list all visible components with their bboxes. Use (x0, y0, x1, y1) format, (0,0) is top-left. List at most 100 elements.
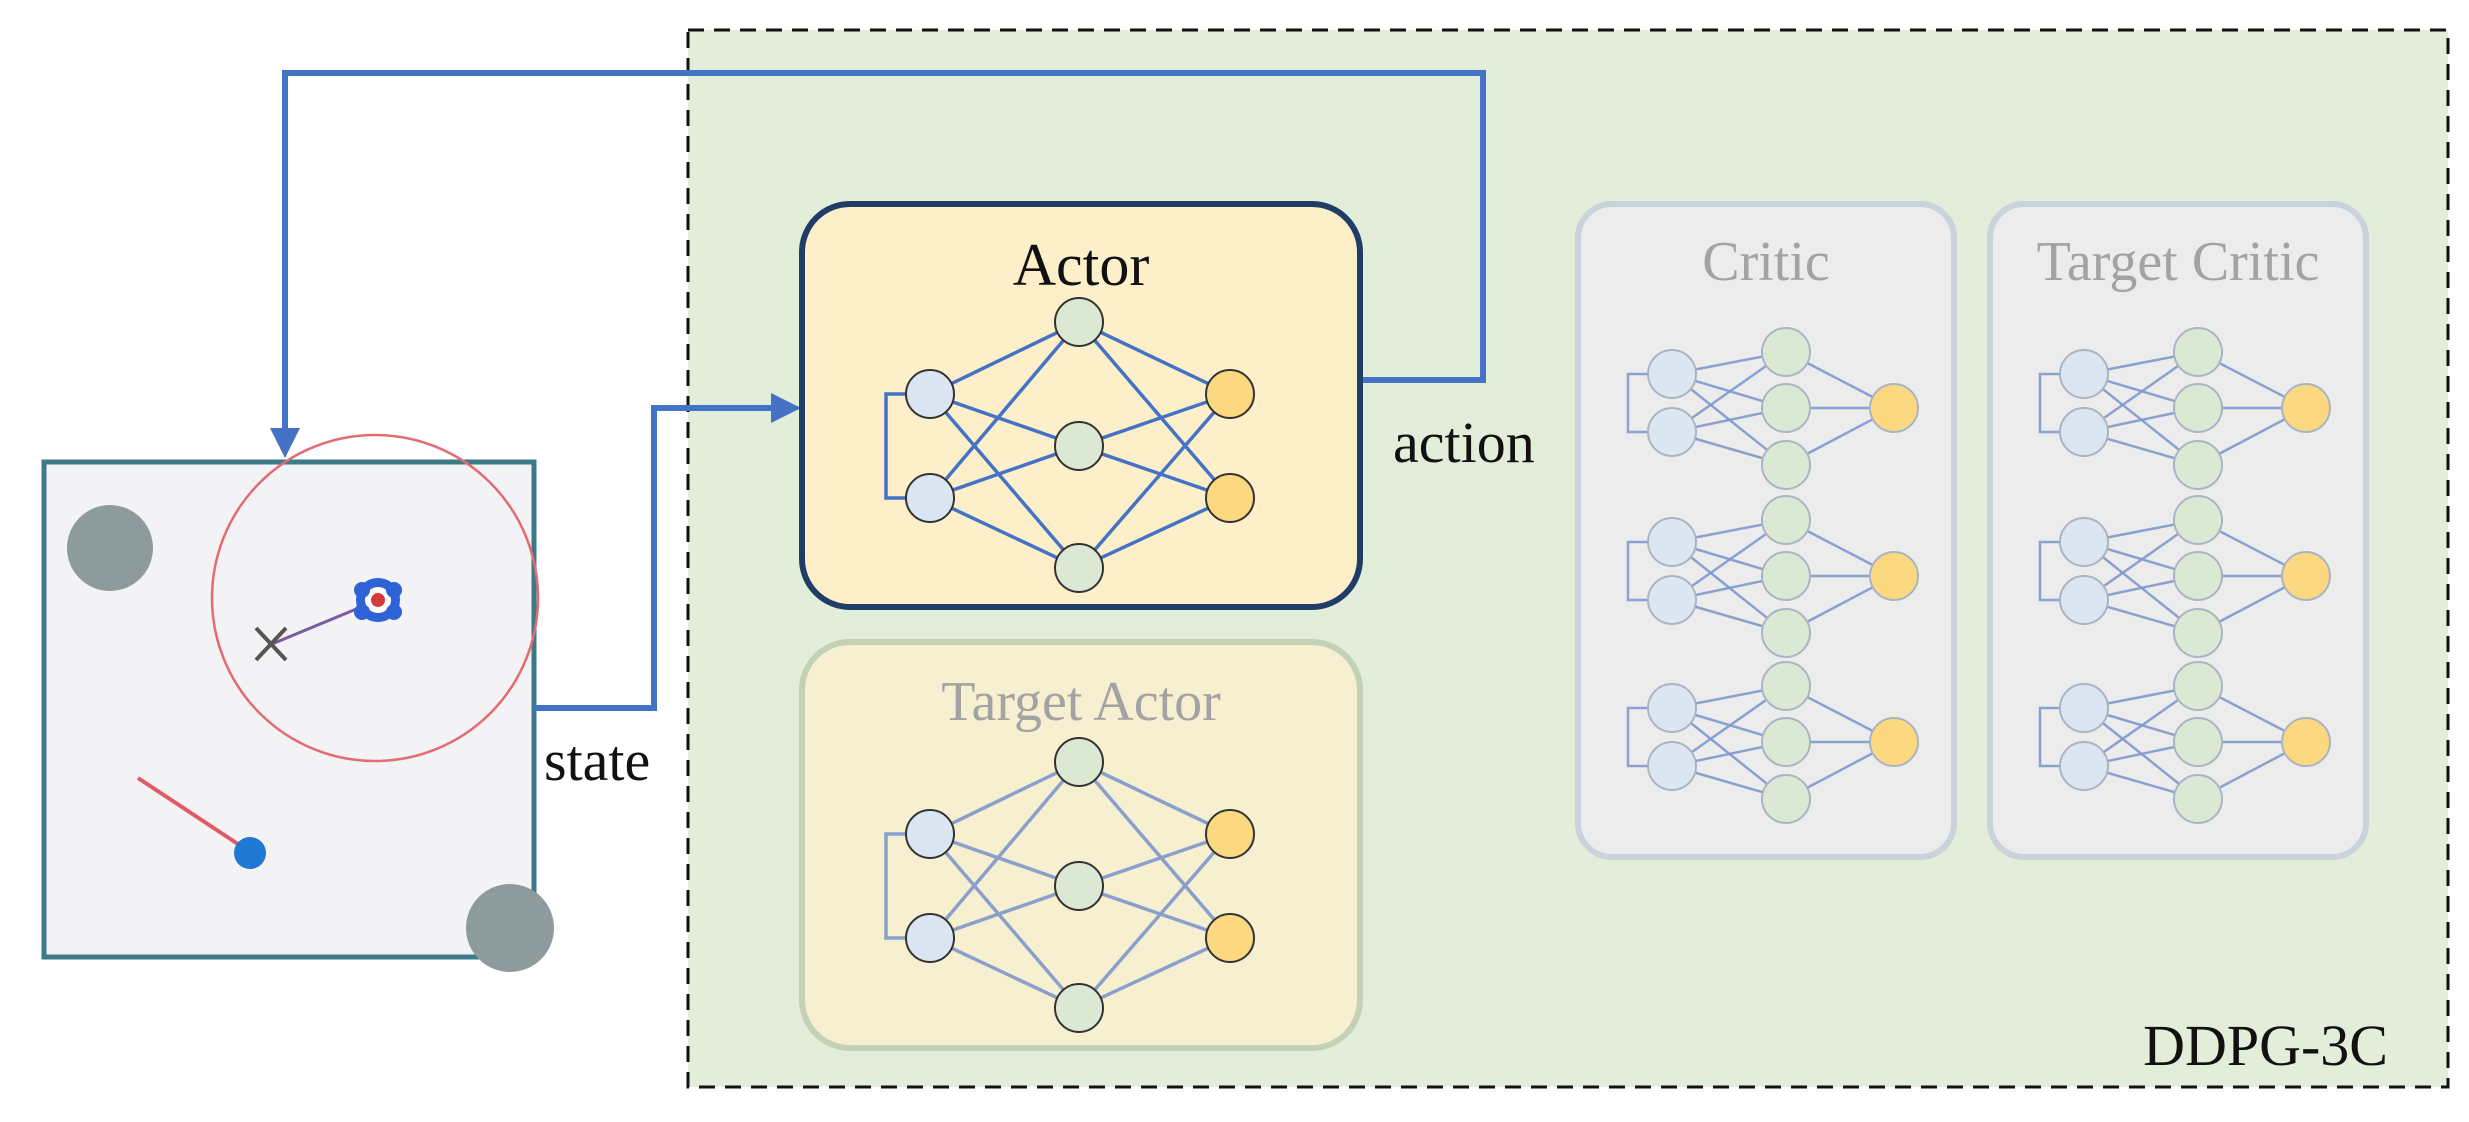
hidden-node (1761, 551, 1811, 601)
hidden-node (2173, 495, 2223, 545)
network-edge (928, 760, 1081, 940)
network-edge (929, 320, 1080, 396)
actor-network (884, 297, 1255, 593)
output-node (1869, 717, 1919, 767)
network-edge (929, 496, 1080, 570)
input-node (2059, 517, 2109, 567)
hidden-node (1054, 297, 1104, 347)
hidden-node (2173, 661, 2223, 711)
input-bracket (2038, 706, 2060, 768)
output-node (1869, 383, 1919, 433)
input-node (1647, 683, 1697, 733)
hidden-node (1761, 495, 1811, 545)
network-edge (1078, 496, 1231, 570)
input-node (905, 809, 955, 859)
network-edge (929, 444, 1080, 500)
input-node (1647, 741, 1697, 791)
network-edge (1078, 760, 1231, 836)
network-edge (1077, 760, 1232, 940)
network-edge (929, 392, 1080, 448)
network-edge (1078, 884, 1231, 940)
input-node (905, 913, 955, 963)
critic-subnetwork (1626, 327, 1919, 490)
input-node (1647, 575, 1697, 625)
state-label: state (544, 728, 650, 793)
sensor-ring (210, 433, 540, 763)
target-actor-network (884, 737, 1255, 1033)
target-critic-title: Target Critic (2037, 231, 2320, 293)
input-bracket (1626, 372, 1648, 434)
critic-subnetwork (2038, 661, 2331, 824)
moving-obstacle (234, 837, 266, 869)
hidden-node (1054, 543, 1104, 593)
obstacle-bottom-right (466, 884, 554, 972)
critic-networks (1626, 327, 1919, 824)
network-edge (929, 936, 1080, 1010)
input-node (905, 369, 955, 419)
network-edge (1078, 936, 1231, 1010)
hidden-node (1761, 440, 1811, 490)
actor-box: Actor (799, 201, 1363, 610)
state-arrow (534, 393, 801, 711)
input-bracket (1626, 706, 1648, 768)
hidden-node (1761, 608, 1811, 658)
network-edge (929, 884, 1080, 940)
agent-robot (354, 578, 402, 622)
input-node (2059, 575, 2109, 625)
hidden-node (1054, 983, 1104, 1033)
input-node (1647, 349, 1697, 399)
output-node (1205, 913, 1255, 963)
critic-box: Critic (1575, 201, 1957, 860)
hidden-node (1761, 774, 1811, 824)
hidden-node (2173, 327, 2223, 377)
output-node (1205, 809, 1255, 859)
input-node (2059, 349, 2109, 399)
target-actor-box: Target Actor (799, 639, 1363, 1051)
input-bracket (1626, 540, 1648, 602)
hidden-node (1054, 861, 1104, 911)
hidden-node (1761, 717, 1811, 767)
input-bracket (884, 392, 906, 500)
critic-subnetwork (1626, 495, 1919, 658)
input-node (905, 473, 955, 523)
network-edge (929, 760, 1080, 836)
output-node (1869, 551, 1919, 601)
hidden-node (1054, 737, 1104, 787)
network-edge (928, 832, 1081, 1010)
hidden-node (1761, 383, 1811, 433)
hidden-node (2173, 608, 2223, 658)
critic-subnetwork (1626, 661, 1919, 824)
hidden-node (2173, 383, 2223, 433)
input-node (2059, 407, 2109, 457)
network-edge (1077, 832, 1232, 1010)
hidden-node (2173, 774, 2223, 824)
hidden-node (2173, 440, 2223, 490)
output-node (2281, 383, 2331, 433)
network-edge (1078, 392, 1231, 448)
target-cross-marker (254, 626, 288, 662)
network-edge (1077, 320, 1232, 500)
input-node (1647, 517, 1697, 567)
actor-title: Actor (1013, 232, 1150, 298)
input-node (2059, 741, 2109, 791)
critic-subnetwork (2038, 495, 2331, 658)
framework-label: DDPG-3C (2143, 1013, 2388, 1078)
moving-obstacle-trail (136, 776, 252, 854)
network-edge (1078, 832, 1231, 888)
output-node (1205, 473, 1255, 523)
target-critic-networks (2038, 327, 2331, 824)
network-edge (929, 832, 1080, 888)
hidden-node (2173, 551, 2223, 601)
output-node (2281, 551, 2331, 601)
hidden-node (1761, 327, 1811, 377)
network-edge (1077, 392, 1232, 570)
input-bracket (884, 832, 906, 940)
network-edge (1078, 320, 1231, 396)
output-node (2281, 717, 2331, 767)
hidden-node (1054, 421, 1104, 471)
target-actor-title: Target Actor (941, 671, 1221, 733)
target-critic-box: Target Critic (1987, 201, 2369, 860)
input-bracket (2038, 372, 2060, 434)
hidden-node (1761, 661, 1811, 711)
